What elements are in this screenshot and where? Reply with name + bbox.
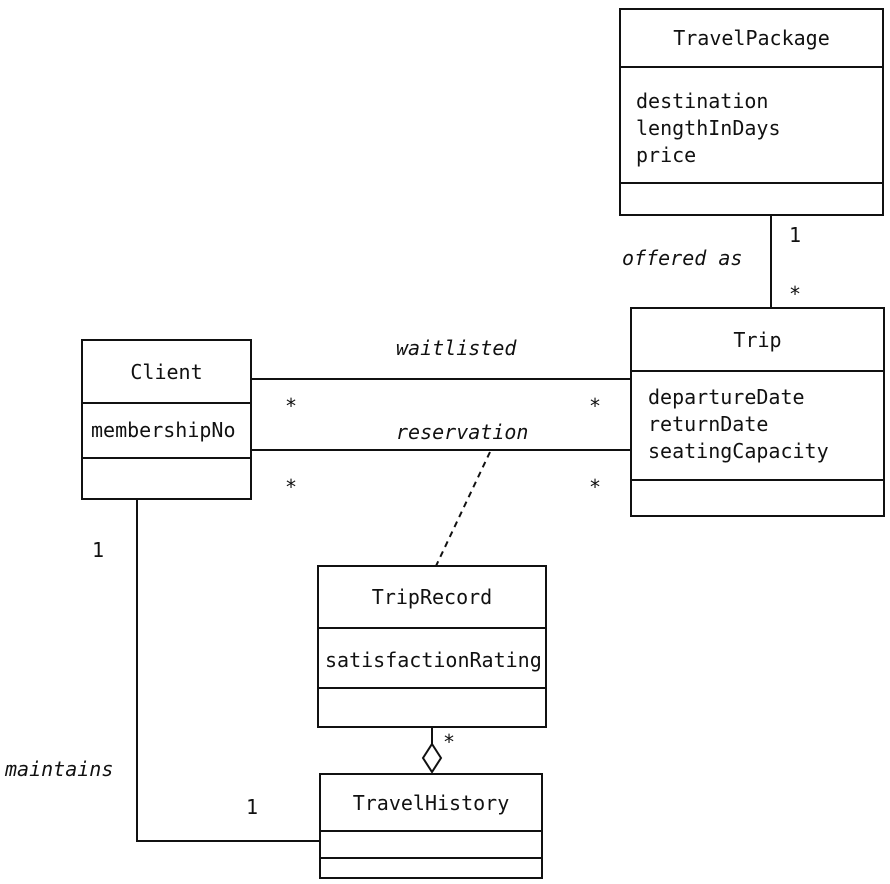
- multiplicity-offered-as-package: 1: [789, 223, 802, 247]
- maintains-line: [136, 499, 320, 842]
- attribute-compartment: [321, 832, 541, 859]
- offered-as-label: offered as: [622, 246, 743, 270]
- multiplicity-waitlisted-client: *: [285, 394, 298, 418]
- reservation-label: reservation: [396, 420, 529, 444]
- attribute: destination: [636, 89, 769, 113]
- attribute: satisfactionRating: [325, 648, 542, 672]
- waitlisted-label: waitlisted: [396, 336, 517, 360]
- attribute: membershipNo: [91, 418, 236, 442]
- attribute: departureDate: [648, 385, 805, 409]
- attribute-compartment: departureDate returnDate seatingCapacity: [632, 372, 883, 481]
- attribute-compartment: membershipNo: [83, 404, 250, 459]
- multiplicity-reservation-trip: *: [589, 475, 602, 499]
- class-travel-history[interactable]: TravelHistory: [319, 773, 543, 879]
- class-name: Trip: [632, 309, 883, 372]
- aggregation-diamond: [421, 742, 443, 774]
- class-client[interactable]: Client membershipNo: [81, 339, 252, 500]
- attribute: price: [636, 143, 697, 167]
- multiplicity-maintains-history: 1: [246, 795, 259, 819]
- attribute: lengthInDays: [636, 116, 781, 140]
- class-name: TripRecord: [319, 567, 545, 629]
- multiplicity-aggregation-record: *: [443, 730, 456, 754]
- class-trip-record[interactable]: TripRecord satisfactionRating: [317, 565, 547, 728]
- class-name: TravelHistory: [321, 775, 541, 832]
- maintains-label: maintains: [5, 757, 114, 781]
- attribute: returnDate: [648, 412, 769, 436]
- class-travel-package[interactable]: TravelPackage destination lengthInDays p…: [619, 8, 884, 216]
- attribute-compartment: satisfactionRating: [319, 629, 545, 689]
- multiplicity-reservation-client: *: [285, 475, 298, 499]
- class-trip[interactable]: Trip departureDate returnDate seatingCap…: [630, 307, 885, 517]
- multiplicity-offered-as-trip: *: [789, 282, 802, 306]
- attribute: seatingCapacity: [648, 439, 829, 463]
- attribute-compartment: destination lengthInDays price: [621, 68, 882, 184]
- multiplicity-waitlisted-trip: *: [589, 394, 602, 418]
- association-class-dashed-link: [435, 451, 491, 567]
- class-name: TravelPackage: [621, 10, 882, 68]
- multiplicity-maintains-client: 1: [92, 538, 105, 562]
- class-name: Client: [83, 341, 250, 404]
